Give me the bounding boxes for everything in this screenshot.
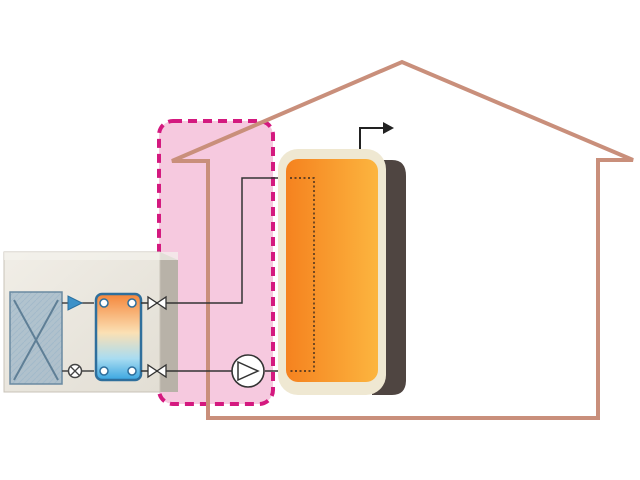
house-outline xyxy=(171,59,634,420)
return-valve-icon xyxy=(147,363,167,379)
expansion-valve-icon xyxy=(67,363,83,379)
hot-water-tank xyxy=(278,149,406,395)
hot-water-outlet-arrow-icon xyxy=(359,122,394,149)
plate-heat-exchanger xyxy=(94,292,143,382)
fan-coil-icon xyxy=(9,291,63,385)
supply-valve-icon xyxy=(147,295,167,311)
outdoor-heat-pump-unit xyxy=(3,251,178,393)
compressor-icon xyxy=(67,295,84,311)
circulation-pump-icon xyxy=(231,354,265,388)
